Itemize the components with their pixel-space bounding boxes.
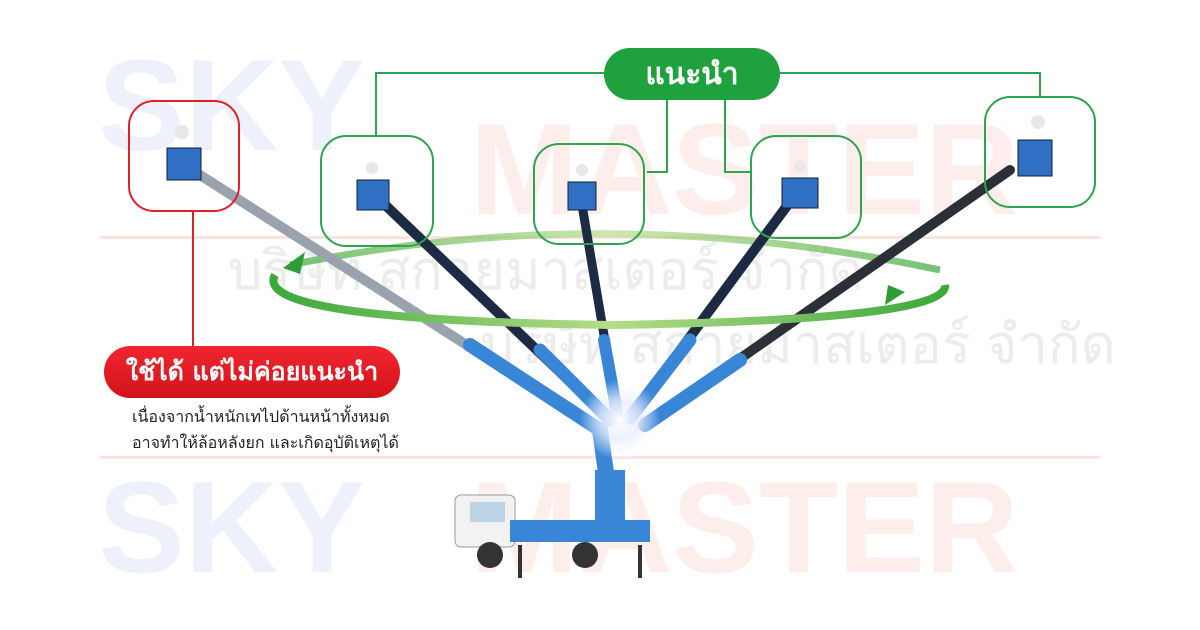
not-recommended-badge: ใช้ได้ แต่ไม่ค่อยแนะนำ <box>104 346 400 398</box>
basket-icon <box>356 179 390 211</box>
rotation-ring-back <box>289 230 941 274</box>
rotation-arrow-left-icon <box>283 252 305 274</box>
rotation-ring-front <box>269 273 949 330</box>
basket-icon <box>781 177 819 209</box>
basket-icon <box>1017 139 1053 177</box>
watermark-divider <box>100 236 1100 239</box>
frame-recommended-1 <box>320 135 434 247</box>
warning-line-1: เนื่องจากน้ำหนักเทไปด้านหน้าทั้งหมด <box>132 407 390 426</box>
warning-note: เนื่องจากน้ำหนักเทไปด้านหน้าทั้งหมด อาจท… <box>132 404 399 456</box>
frame-recommended-4 <box>984 96 1096 208</box>
basket-icon <box>567 181 597 211</box>
frame-recommended-2 <box>533 143 645 245</box>
frame-recommended-3 <box>750 135 862 239</box>
recommended-connectors <box>375 72 1041 173</box>
warning-line-2: อาจทำให้ล้อหลังยก และเกิดอุบัติเหตุได้ <box>132 433 399 452</box>
truck-icon <box>454 470 650 578</box>
pivot-glow <box>580 380 660 460</box>
baskets <box>166 139 1053 211</box>
basket-icon <box>166 147 202 181</box>
frame-not-recommended <box>128 100 240 212</box>
recommended-badge: แนะนำ <box>604 48 780 100</box>
workers <box>175 115 1045 176</box>
rotation-arrow-right-icon <box>885 285 905 305</box>
